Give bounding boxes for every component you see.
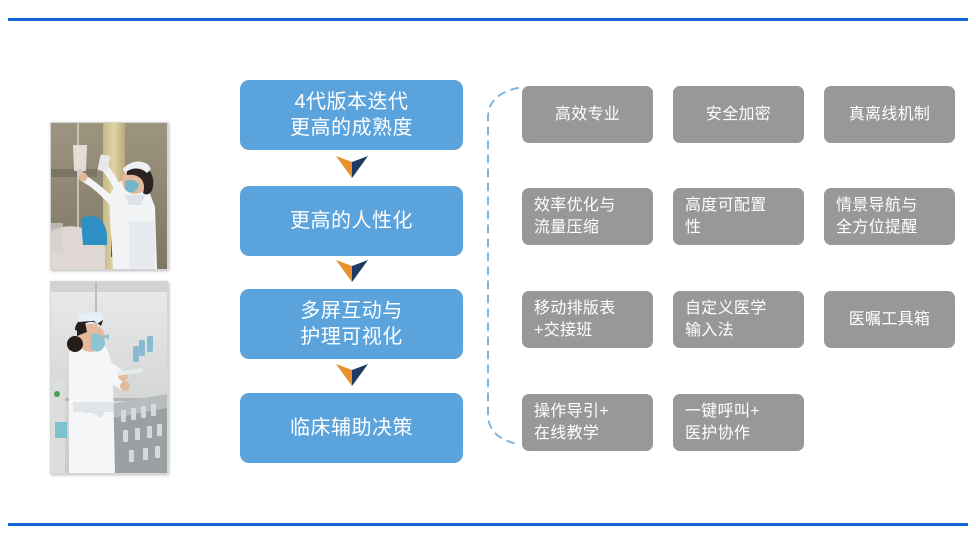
flow-step-1[interactable]: 4代版本迭代 更高的成熟度: [240, 80, 463, 150]
bottom-divider-line: [8, 523, 968, 526]
feature-box-2-2[interactable]: 高度可配置 性: [673, 188, 804, 245]
feature-box-2-3-label: 情景导航与 全方位提醒: [836, 196, 918, 236]
feature-box-4-1-label: 操作导引+ 在线教学: [534, 402, 609, 442]
chevron-down-icon: [336, 364, 368, 386]
flow-step-2-label: 更高的人性化: [290, 209, 413, 232]
dashed-bracket-connector: [478, 84, 520, 448]
feature-box-1-3[interactable]: 真离线机制: [824, 86, 955, 143]
feature-box-3-3-label: 医嘱工具箱: [848, 310, 931, 328]
feature-box-3-1[interactable]: 移动排版表 +交接班: [522, 291, 653, 348]
feature-box-3-3[interactable]: 医嘱工具箱: [824, 291, 955, 348]
feature-box-4-2-label: 一键呼叫+ 医护协作: [685, 402, 760, 442]
flow-step-4[interactable]: 临床辅助决策: [240, 393, 463, 463]
flow-step-3[interactable]: 多屏互动与 护理可视化: [240, 289, 463, 359]
top-divider-line: [8, 18, 968, 21]
feature-grid: 高效专业 安全加密 真离线机制 效率优化与 流量压缩 高度可配置 性 情景导航与…: [522, 86, 962, 466]
feature-box-2-1-label: 效率优化与 流量压缩: [534, 196, 616, 236]
feature-box-4-2[interactable]: 一键呼叫+ 医护协作: [673, 394, 804, 451]
feature-box-3-2-label: 自定义医学 输入法: [685, 299, 767, 339]
feature-box-1-3-label: 真离线机制: [848, 105, 931, 123]
chevron-down-icon: [336, 260, 368, 282]
flow-step-1-label: 4代版本迭代 更高的成熟度: [290, 90, 413, 139]
feature-box-3-2[interactable]: 自定义医学 输入法: [673, 291, 804, 348]
feature-box-1-1[interactable]: 高效专业: [522, 86, 653, 143]
chevron-down-icon: [336, 156, 368, 178]
feature-box-1-2-label: 安全加密: [705, 105, 772, 123]
feature-box-4-1[interactable]: 操作导引+ 在线教学: [522, 394, 653, 451]
flow-step-2[interactable]: 更高的人性化: [240, 186, 463, 256]
nurse-scanning-iv-bag-photo: [50, 122, 168, 270]
flow-step-3-label: 多屏互动与 护理可视化: [300, 299, 403, 348]
feature-box-2-1[interactable]: 效率优化与 流量压缩: [522, 188, 653, 245]
feature-box-2-3[interactable]: 情景导航与 全方位提醒: [824, 188, 955, 245]
feature-box-2-2-label: 高度可配置 性: [685, 196, 767, 236]
feature-box-1-2[interactable]: 安全加密: [673, 86, 804, 143]
feature-box-1-1-label: 高效专业: [554, 105, 621, 123]
flow-step-4-label: 临床辅助决策: [290, 416, 413, 439]
nurse-preparing-medication-photo: [50, 281, 168, 474]
feature-box-3-1-label: 移动排版表 +交接班: [534, 299, 616, 339]
